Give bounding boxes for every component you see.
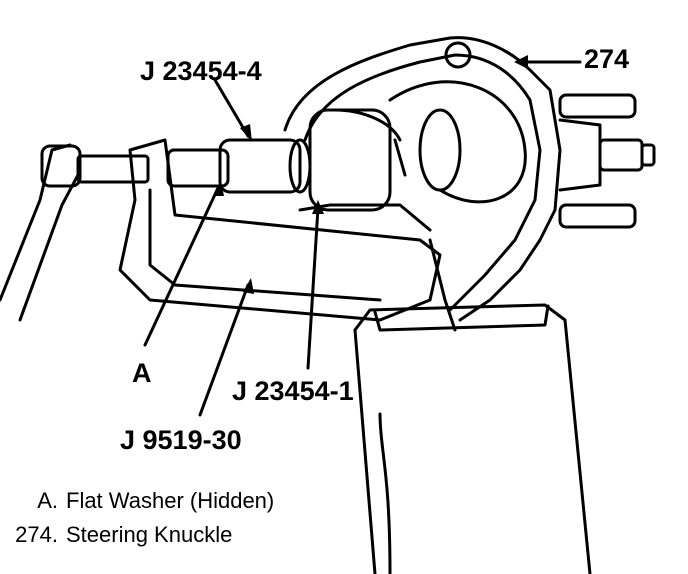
- screw-shaft: [76, 148, 230, 188]
- lever-handle: [0, 143, 82, 322]
- leader-block-edge: [378, 412, 392, 574]
- leader-j23454-4: [213, 78, 250, 138]
- callout-a: A: [132, 358, 152, 388]
- callout-274: 274: [584, 44, 630, 74]
- leader-lines: [143, 60, 582, 574]
- legend-key: 274.: [15, 522, 58, 547]
- callout-j9519-30: J 9519-30: [120, 425, 242, 455]
- leader-j23454-1: [306, 206, 320, 370]
- hub-studs: [558, 93, 656, 229]
- callout-j23454-1: J 23454-1: [232, 376, 354, 406]
- support-block: [353, 303, 592, 574]
- steering-knuckle: [283, 36, 562, 332]
- ball-joint: [388, 80, 527, 204]
- adapter-j23454-4: [218, 138, 312, 194]
- callout-j23454-4: J 23454-4: [140, 56, 262, 86]
- leader-j9519-30: [198, 283, 250, 417]
- legend-text: Steering Knuckle: [66, 522, 233, 547]
- legend-key: A.: [37, 488, 58, 513]
- legend-text: Flat Washer (Hidden): [66, 488, 275, 513]
- leader-a: [143, 186, 220, 347]
- legend-item-274: 274. Steering Knuckle: [4, 524, 232, 546]
- receiver-j23454-1: [308, 108, 402, 212]
- legend-item-a: A. Flat Washer (Hidden): [4, 490, 274, 512]
